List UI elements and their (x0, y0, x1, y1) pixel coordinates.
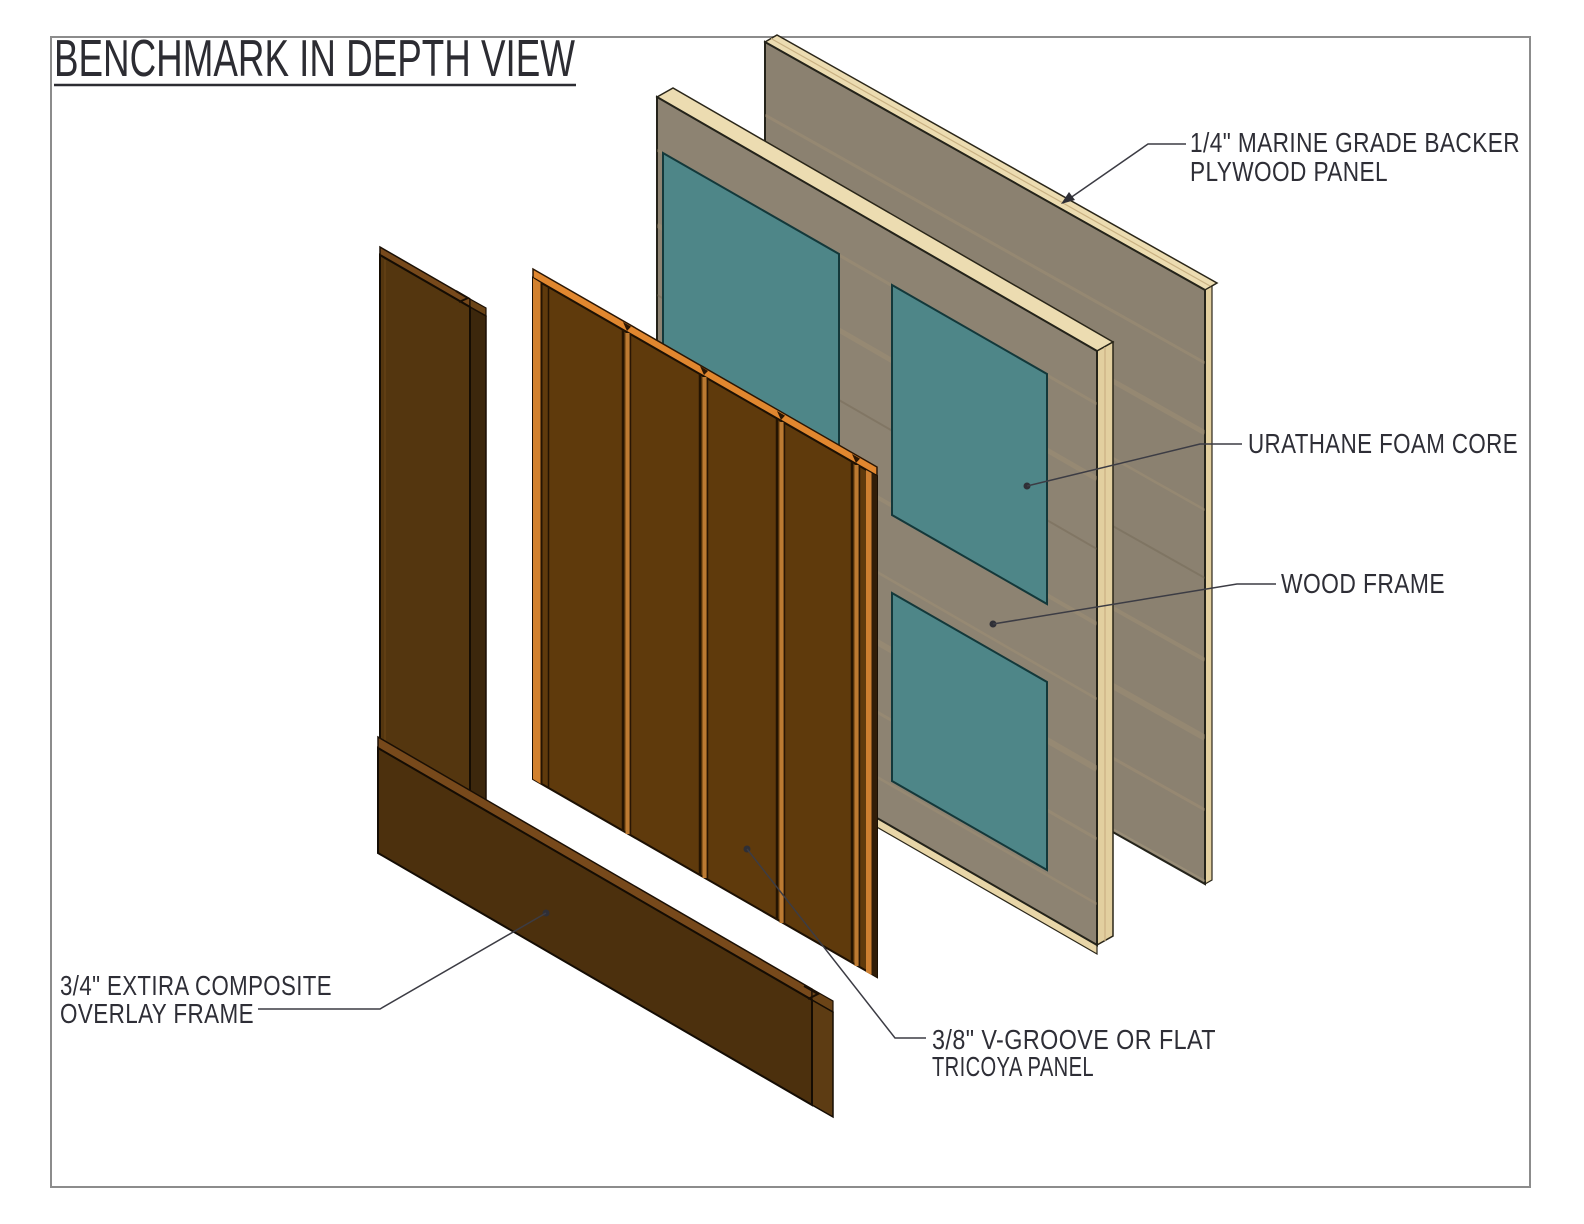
callout-backer-plywood: 1/4" MARINE GRADE BACKER PLYWOOD PANEL (1061, 127, 1520, 204)
leader-line (992, 583, 1276, 625)
callout-tricoya-panel: 3/8" V-GROOVE OR FLAT TRICOYA PANEL (743, 845, 1216, 1082)
backer-top-edge-lamination (770, 37, 1212, 288)
tricoya-right-edge (871, 473, 877, 977)
extira-stile (379, 245, 487, 914)
callout-wood-frame: WOOD FRAME (989, 568, 1445, 628)
label-wood-frame: WOOD FRAME (1281, 568, 1445, 599)
extira-rail (377, 735, 834, 1119)
tricoya-top-notches (623, 322, 860, 463)
leader-line (258, 912, 547, 1010)
title-background (52, 38, 582, 86)
sheet-border (50, 36, 1531, 1188)
callout-overlay-frame: 3/4" EXTIRA COMPOSITE OVERLAY FRAME (60, 909, 550, 1029)
extira-rail-face (377, 746, 813, 1107)
extira-overlay-frame (377, 245, 834, 1119)
extira-rail-end-cap (811, 998, 834, 1119)
tricoya-right-edge-highlight (866, 470, 872, 975)
tricoya-left-edge (533, 278, 541, 784)
label-foam-core: URATHANE FOAM CORE (1248, 428, 1518, 459)
backer-right-edge (1204, 284, 1213, 886)
leader-line (746, 848, 926, 1039)
extira-rail-profile-notch (803, 985, 821, 1000)
title-block: BENCHMARK IN DEPTH VIEW (52, 30, 582, 88)
label-tricoya-line2: TRICOYA PANEL (932, 1051, 1094, 1082)
foam-core-window-upper-right (891, 283, 1048, 606)
leader-line (1062, 143, 1186, 204)
label-tricoya-line1: 3/8" V-GROOVE OR FLAT (932, 1024, 1216, 1055)
callout-foam-core: URATHANE FOAM CORE (1023, 428, 1518, 490)
label-overlay-frame-line1: 3/4" EXTIRA COMPOSITE (60, 970, 332, 1001)
tricoya-panel (532, 267, 878, 979)
leader-line (1026, 443, 1242, 487)
annotations: 1/4" MARINE GRADE BACKER PLYWOOD PANEL U… (60, 127, 1520, 1082)
leader-arrowhead (1061, 192, 1075, 204)
page-title: BENCHMARK IN DEPTH VIEW (54, 30, 575, 88)
foam-core-window-lower-right (891, 591, 1048, 872)
extira-stile-profile-notch (455, 290, 471, 303)
label-backer-line1: 1/4" MARINE GRADE BACKER (1190, 127, 1520, 158)
tricoya-grooves (621, 330, 861, 967)
label-backer-line2: PLYWOOD PANEL (1190, 156, 1388, 187)
label-overlay-frame-line2: OVERLAY FRAME (60, 998, 254, 1029)
